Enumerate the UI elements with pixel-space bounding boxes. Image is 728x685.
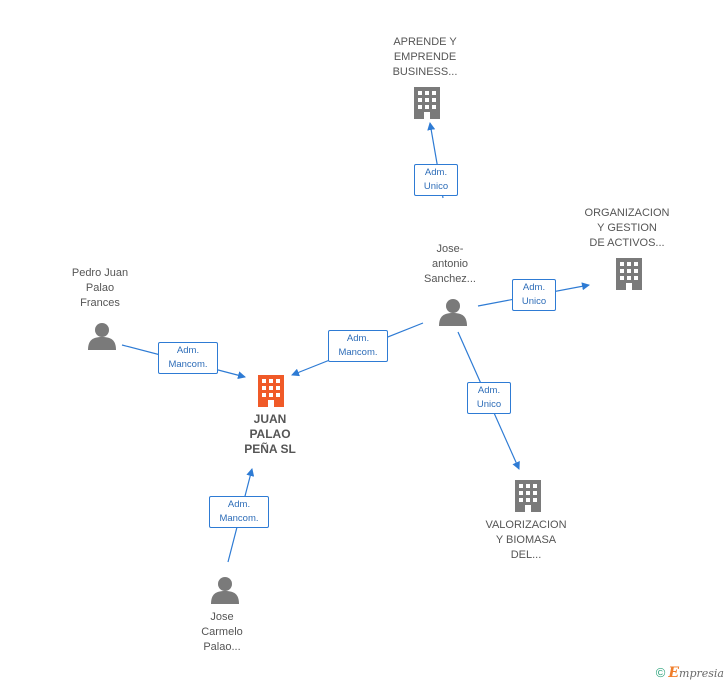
edge-label-jose-juan: Adm. Mancom.	[328, 330, 388, 362]
jose-antonio-person-icon[interactable]	[439, 299, 467, 326]
empresia-logo: © Empresia	[656, 665, 724, 681]
aprende-label[interactable]: APRENDE Y EMPRENDE BUSINESS...	[392, 36, 458, 78]
valorizacion-label[interactable]: VALORIZACION Y BIOMASA DEL...	[485, 519, 567, 561]
aprende-building-icon[interactable]	[414, 87, 440, 119]
pedro-label[interactable]: Pedro Juan Palao Frances	[71, 267, 129, 309]
jose-carmelo-person-icon[interactable]	[211, 577, 239, 604]
pedro-person-icon[interactable]	[88, 323, 116, 350]
organizacion-building-icon[interactable]	[616, 258, 642, 290]
juan-palao-building-icon[interactable]	[258, 375, 284, 407]
jose-carmelo-label[interactable]: Jose Carmelo Palao...	[201, 611, 243, 653]
edge-label-pedro-juan: Adm. Mancom.	[158, 342, 218, 374]
edge-label-valorizacion: Adm. Unico	[467, 382, 511, 414]
edge-label-organizacion: Adm. Unico	[512, 279, 556, 311]
jose-antonio-label[interactable]: Jose- antonio Sanchez...	[424, 243, 476, 285]
brand-wordmark: Empresia	[668, 665, 724, 681]
valorizacion-building-icon[interactable]	[515, 480, 541, 512]
juan-palao-label[interactable]: JUAN PALAO PEÑA SL	[244, 412, 296, 456]
edge-label-aprende: Adm. Unico	[414, 164, 458, 196]
edge-label-carmelo-juan: Adm. Mancom.	[209, 496, 269, 528]
copyright-symbol: ©	[655, 665, 666, 680]
organizacion-label[interactable]: ORGANIZACION Y GESTION DE ACTIVOS...	[584, 207, 670, 249]
